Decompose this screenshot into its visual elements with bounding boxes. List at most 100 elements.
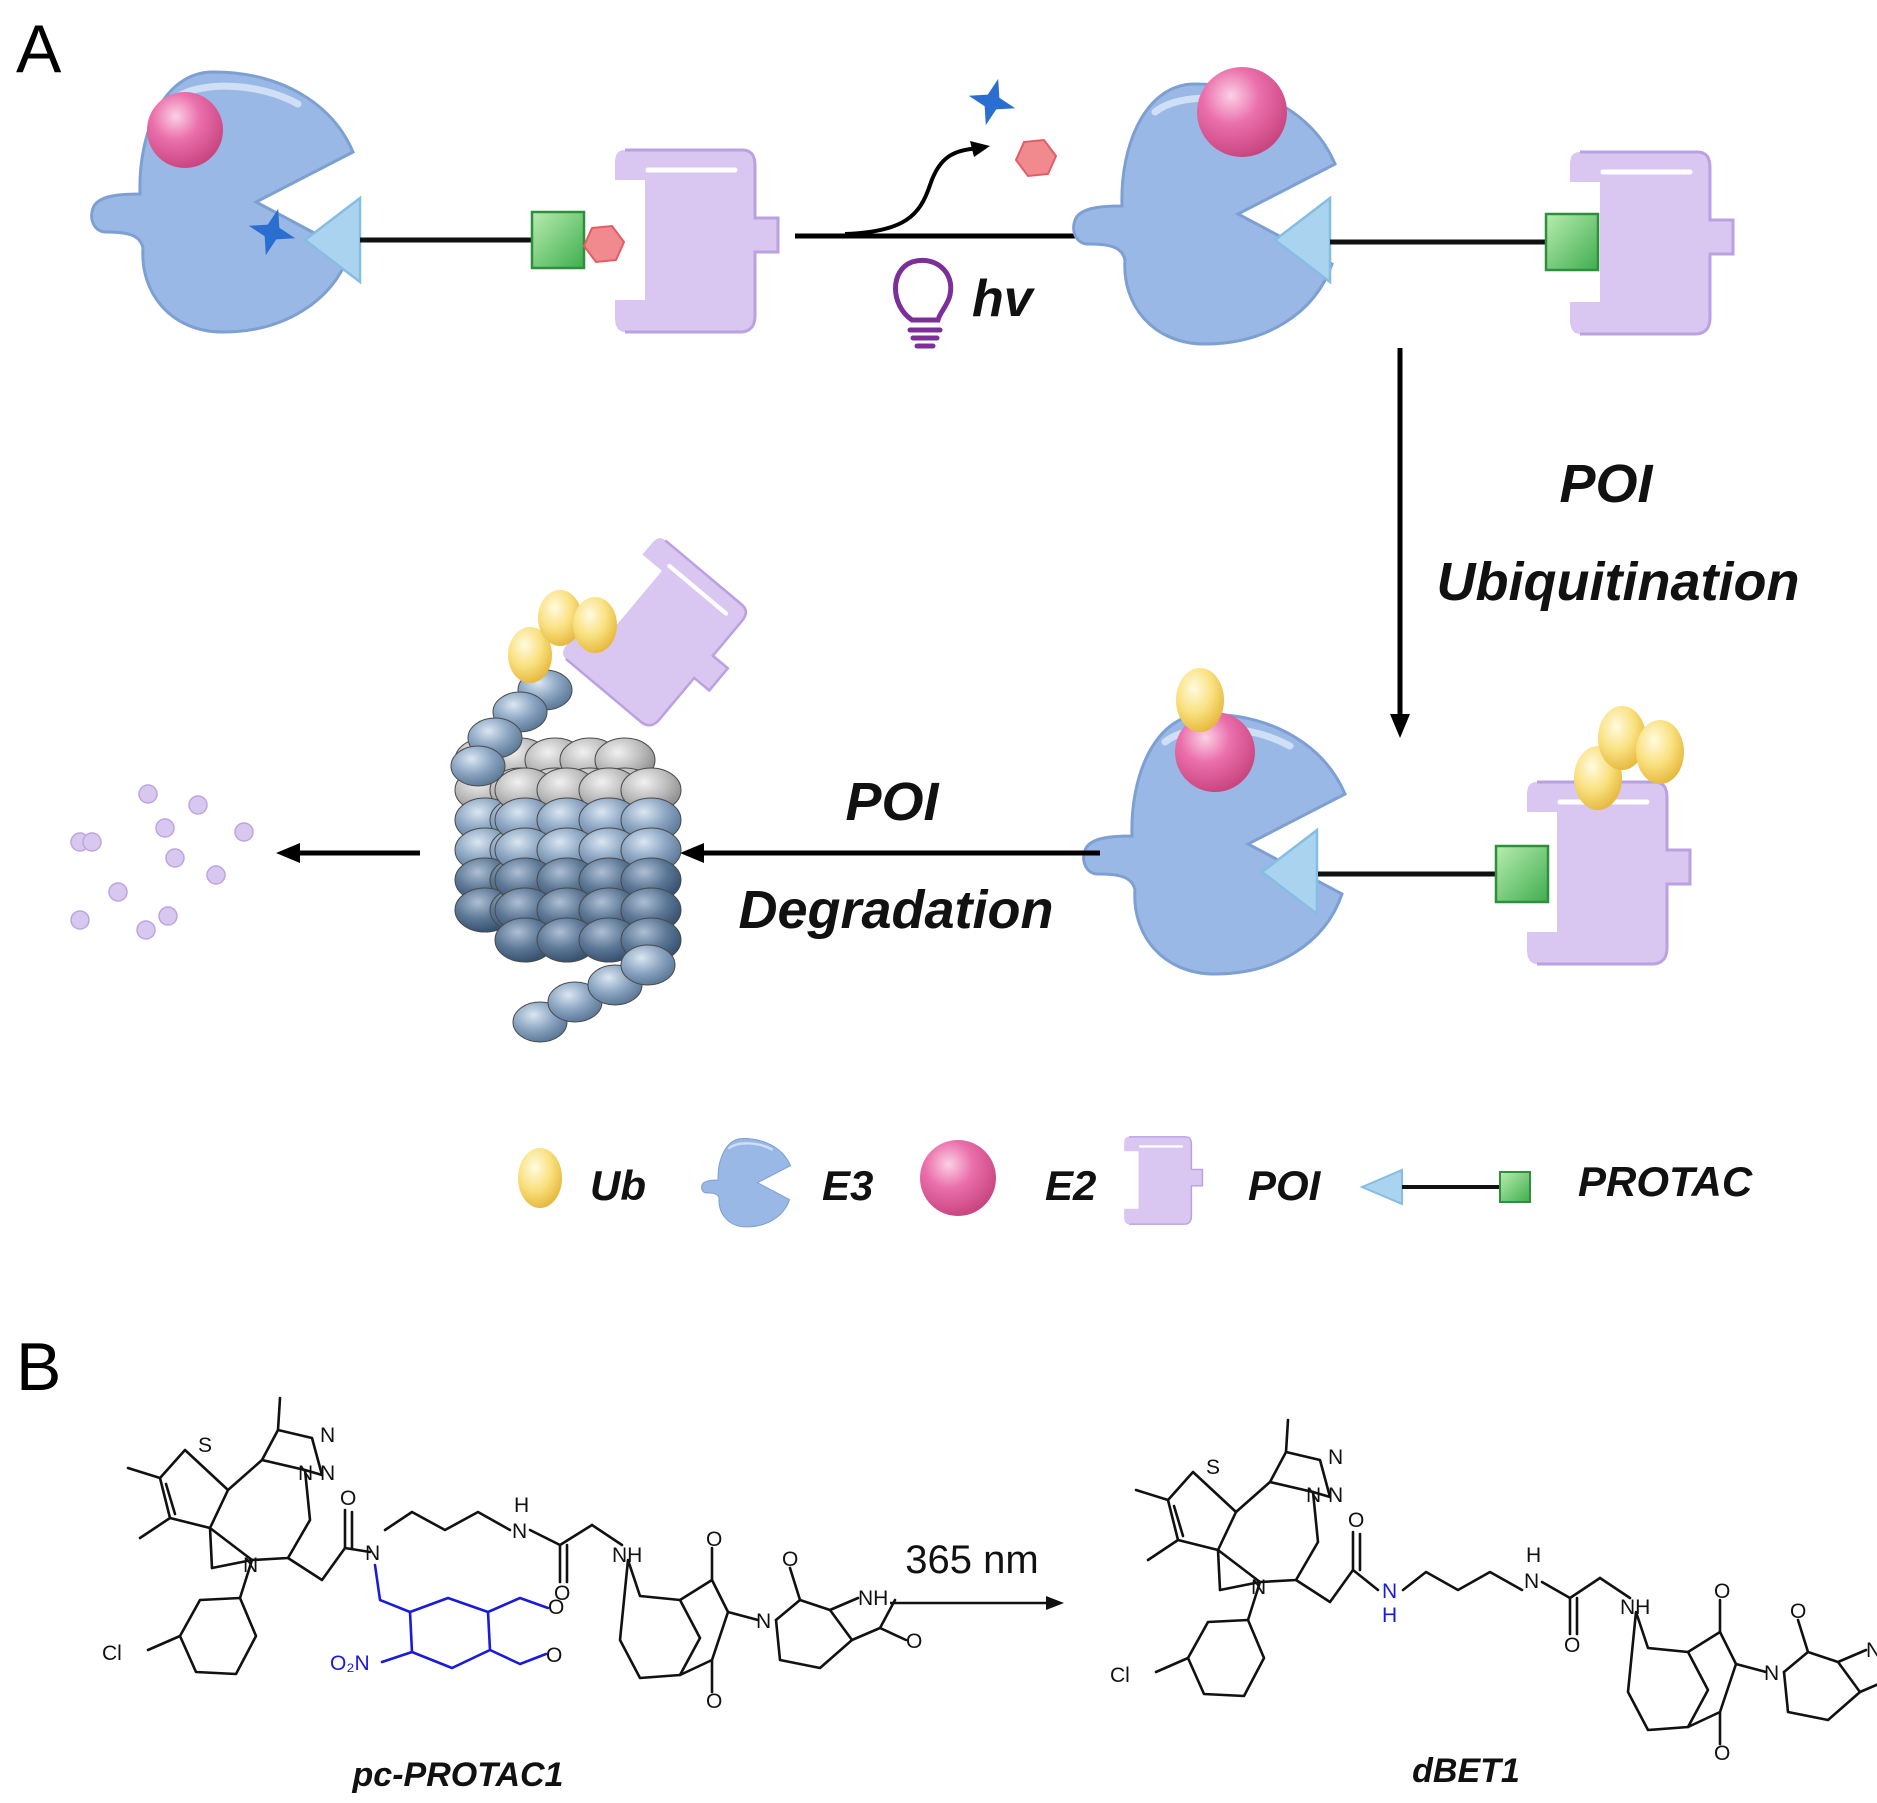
atom-label: S — [1206, 1456, 1220, 1479]
caged-protac-complex — [92, 72, 778, 332]
peptide-fragment — [136, 920, 156, 940]
proteasome-subunit — [620, 944, 676, 986]
dbet1-structure: S N N N N O N H N H O NH Cl O O N O NH O — [1110, 1418, 1877, 1765]
atom-label: O — [546, 1644, 562, 1667]
legend-ub-label: Ub — [590, 1162, 646, 1209]
atom-label: N — [298, 1462, 313, 1485]
atom-label: N — [1328, 1484, 1343, 1507]
atom-label: H — [514, 1494, 529, 1517]
e2-enzyme — [1197, 67, 1287, 157]
atom-label: O — [1714, 1742, 1730, 1765]
atom-label: O — [1790, 1600, 1806, 1623]
e2-enzyme — [1175, 712, 1255, 792]
released-hexagon — [1015, 139, 1057, 177]
proteasome — [450, 535, 765, 1043]
atom-label: N — [1306, 1484, 1321, 1507]
peptide-fragment — [165, 848, 185, 868]
legend-protac-label: PROTAC — [1578, 1158, 1753, 1205]
atom-label: N — [1764, 1662, 1779, 1685]
atom-label: N — [320, 1424, 335, 1447]
release-curve-arrow — [844, 146, 981, 236]
arrowhead — [1046, 1596, 1064, 1610]
e2-enzyme — [147, 92, 223, 168]
atom-label: N — [512, 1520, 527, 1543]
degradation-step: POI Degradation — [680, 772, 1100, 940]
warhead — [1494, 844, 1550, 904]
peptide-fragment — [188, 795, 208, 815]
ubiquitin — [1636, 720, 1684, 784]
photocage-hexagon — [583, 225, 625, 263]
atom-label: O — [782, 1548, 798, 1571]
legend-e2-label: E2 — [1045, 1162, 1096, 1209]
degraded-fragments-step — [70, 784, 420, 940]
atom-label: O — [706, 1690, 722, 1713]
reaction-scheme: 365 nm pc-PROTAC1 dBET1 — [352, 1538, 1520, 1794]
atom-label: O — [548, 1596, 564, 1619]
arrowhead — [680, 843, 704, 863]
legend-e3-icon — [700, 1137, 792, 1229]
ubiquitin — [538, 590, 582, 646]
atom-label-blue: N — [1382, 1580, 1397, 1603]
peptide-fragment — [206, 865, 226, 885]
atom-label: O — [906, 1630, 922, 1653]
atom-label: NH — [858, 1587, 888, 1610]
atom-label: N — [243, 1554, 258, 1577]
ternary-complex — [1074, 67, 1733, 344]
ubiquitination-step: POI Ubiquitination — [1390, 348, 1799, 738]
poi-protein — [615, 150, 778, 332]
atom-label: O — [1564, 1634, 1580, 1657]
panel-label-a: A — [16, 11, 62, 87]
atom-label: N — [1251, 1576, 1266, 1599]
atom-label: NH — [1866, 1639, 1877, 1662]
atom-label: N — [320, 1462, 335, 1485]
atom-label: S — [198, 1434, 212, 1457]
ubiquitin — [573, 597, 617, 653]
atom-label: N — [365, 1542, 380, 1565]
arrowhead — [1390, 714, 1410, 738]
atom-label: O — [554, 1582, 570, 1605]
atom-label: NH — [1620, 1596, 1650, 1619]
atom-label-blue: H — [1382, 1604, 1397, 1627]
peptide-fragments — [70, 784, 254, 940]
ubiquitination-label-line1: POI — [1559, 454, 1653, 514]
panel-label-b: B — [16, 1329, 61, 1405]
reaction-condition: 365 nm — [905, 1538, 1038, 1582]
ubiquitin — [1176, 668, 1224, 732]
ubiquitinated-complex — [1084, 668, 1690, 974]
reactant-name: pc-PROTAC1 — [352, 1756, 564, 1794]
peptide-fragment — [155, 818, 175, 838]
product-name: dBET1 — [1412, 1752, 1520, 1790]
atom-label: N — [1524, 1570, 1539, 1593]
degradation-label-line1: POI — [845, 772, 939, 832]
warhead — [1544, 212, 1600, 272]
legend-protac-icon — [1359, 1168, 1531, 1206]
legend-poi-icon — [1122, 1135, 1204, 1226]
arrowhead — [276, 843, 300, 863]
ubiquitin — [508, 627, 552, 683]
e3-ligase — [92, 72, 353, 332]
warhead — [530, 210, 586, 270]
pc-protac1-structure: S N N N N O N N H O NH Cl O₂N O O O O N … — [102, 1396, 922, 1713]
atom-label-blue: O₂N — [330, 1652, 370, 1675]
proteasome-subunit — [450, 745, 506, 787]
light-bulb-icon — [893, 258, 954, 349]
ubiquitination-label-line2: Ubiquitination — [1437, 552, 1800, 612]
atom-label: O — [706, 1528, 722, 1551]
atom-label: O — [1714, 1580, 1730, 1603]
legend-e2-icon — [920, 1140, 996, 1216]
atom-label: O — [340, 1487, 356, 1510]
poi-protein — [1527, 782, 1690, 964]
peptide-fragment — [234, 822, 254, 842]
atom-label: Cl — [102, 1642, 122, 1665]
ubiquitin — [1598, 706, 1646, 770]
atom-label: N — [1328, 1446, 1343, 1469]
peptide-fragment — [158, 906, 178, 926]
peptide-fragment — [108, 882, 128, 902]
legend-ub-icon — [518, 1148, 562, 1208]
legend-poi-label: POI — [1248, 1162, 1322, 1209]
degradation-label-line2: Degradation — [738, 880, 1053, 940]
light-label: hv — [972, 270, 1036, 328]
atom-label: N — [756, 1610, 771, 1633]
atom-label: O — [1348, 1509, 1364, 1532]
